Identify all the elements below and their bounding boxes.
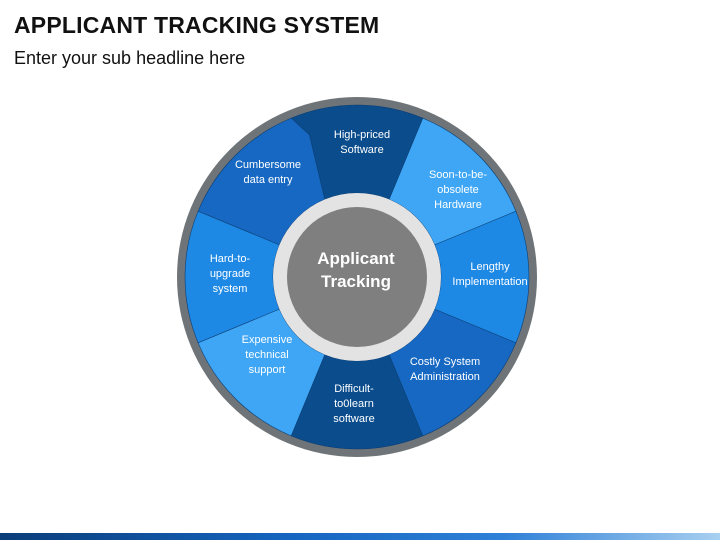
segment-label-difficult-to-learn-software: Difficult- to0learn software — [333, 383, 375, 425]
segment-label-lengthy-implementation: Lengthy Implementation — [452, 261, 528, 288]
segment-label-costly-system-administration: Costly System Administration — [409, 356, 481, 383]
footer-bar — [0, 533, 720, 540]
segment-label-expensive-technical-support: Expensive technical support — [241, 334, 293, 376]
segment-label-cumbersome-data-entry: Cumbersome data entry — [234, 159, 302, 186]
segment-label-obsolete-hardware: Soon-to-be- obsolete Hardware — [428, 169, 488, 211]
center-label: Applicant Tracking — [296, 247, 416, 293]
segment-label-hard-to-upgrade-system: Hard-to- upgrade system — [209, 253, 251, 295]
center-disc — [287, 207, 427, 347]
center-label-line1: Applicant — [317, 249, 395, 268]
page-subtitle: Enter your sub headline here — [14, 48, 246, 68]
center-label-line2: Tracking — [321, 272, 391, 291]
segment-label-high-priced-software: High-priced Software — [333, 129, 391, 156]
page-title: APPLICANT TRACKING SYSTEM — [14, 12, 380, 38]
segment-group — [184, 104, 530, 450]
